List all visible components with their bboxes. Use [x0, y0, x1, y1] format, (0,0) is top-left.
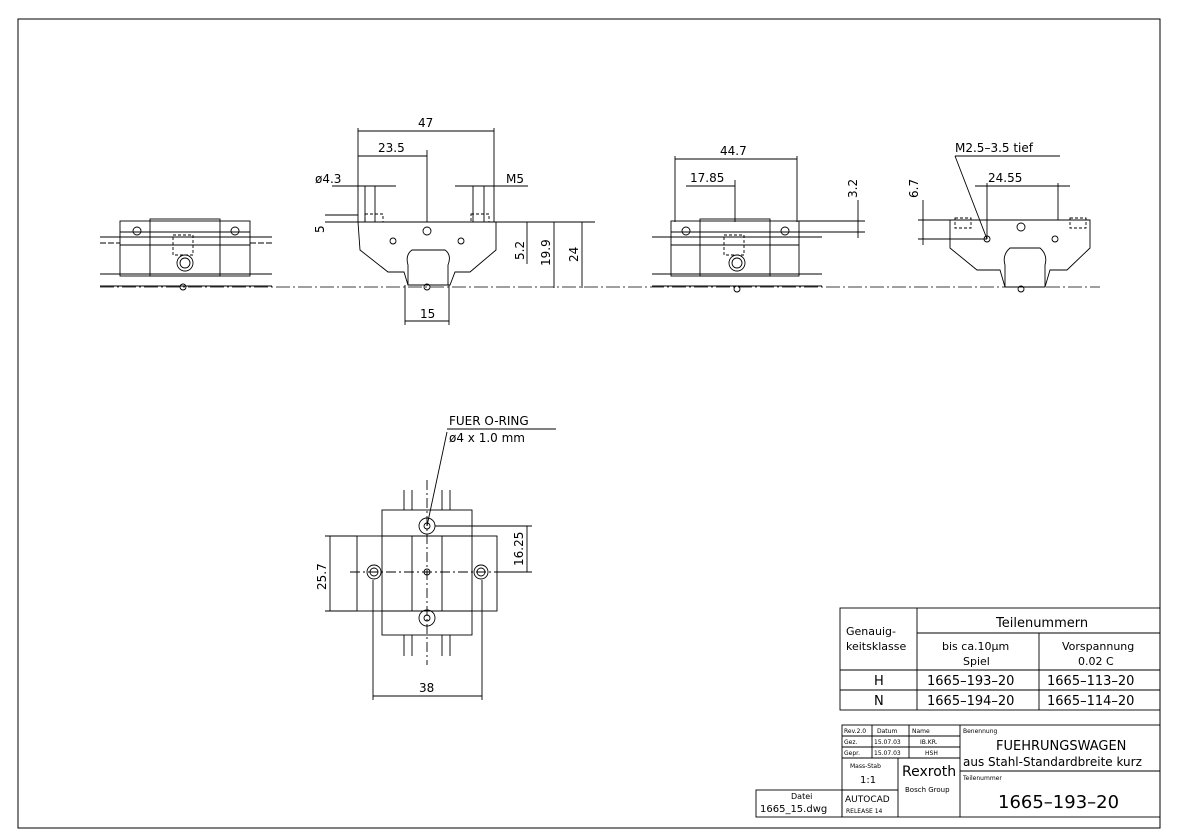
- tb-gepr-name: HSH: [925, 750, 938, 757]
- tb-cad-label: AUTOCAD: [845, 795, 890, 805]
- dim-15: 15: [420, 307, 435, 321]
- side-view-left: [100, 218, 272, 291]
- tb-mass-stab-value: 1:1: [860, 775, 876, 786]
- dim-19-9: 19.9: [539, 239, 553, 266]
- dim-24: 24: [567, 247, 581, 262]
- tb-gepr-label: Gepr.: [844, 750, 860, 757]
- row-n-class: N: [874, 694, 884, 709]
- tb-mass-stab-label: Mass-Stab: [850, 763, 881, 770]
- row-h-spiel: 1665–193–20: [927, 674, 1014, 689]
- tb-company: Rexroth: [902, 764, 956, 780]
- tb-benennung-label: Benennung: [963, 728, 998, 735]
- row-h-class: H: [874, 674, 884, 689]
- parts-table: [839, 607, 1161, 711]
- tb-datei-label: Datei: [791, 792, 812, 801]
- dim-thread-m2-5: M2.5–3.5 tief: [955, 141, 1034, 155]
- col-spiel-header-line2: Spiel: [963, 655, 990, 668]
- col-vorspannung-header-line1: Vorspannung: [1062, 640, 1134, 653]
- tb-gez-date: 15.07.03: [874, 739, 901, 746]
- title-block: [755, 724, 1161, 818]
- tb-company-sub: Bosch Group: [905, 786, 950, 794]
- drawing-border: [17, 18, 1161, 829]
- tb-teilenummer-label: Teilenummer: [962, 775, 1002, 782]
- front-view-right: [918, 155, 1091, 293]
- dim-17-85: 17.85: [690, 171, 724, 185]
- row-h-vorspannung: 1665–113–20: [1047, 674, 1134, 689]
- o-ring-note-line1: FUER O-RING: [449, 414, 529, 428]
- tb-gepr-date: 15.07.03: [874, 750, 901, 757]
- tb-name-label: Name: [912, 728, 930, 735]
- tb-title-line2: aus Stahl-Standardbreite kurz: [963, 755, 1142, 769]
- class-header-line2: keitsklasse: [846, 640, 906, 653]
- tb-gez-name: IB.KR.: [920, 739, 938, 746]
- dim-5-2: 5.2: [513, 241, 527, 260]
- dim-44-7: 44.7: [720, 144, 747, 158]
- tb-part-number: 1665–193–20: [998, 792, 1119, 813]
- col-spiel-header-line1: bis ca.10µm: [942, 640, 1009, 653]
- row-n-vorspannung: 1665–114–20: [1047, 694, 1134, 709]
- dim-38: 38: [419, 681, 434, 695]
- front-view-left: [325, 128, 595, 325]
- tb-gez-label: Gez.: [844, 739, 857, 746]
- dim-3-2: 3.2: [846, 179, 860, 198]
- col-vorspannung-header-line2: 0.02 C: [1078, 655, 1114, 668]
- part-numbers-header: Teilenummern: [995, 616, 1088, 631]
- dim-23-5: 23.5: [378, 141, 405, 155]
- dim-thread-m5: M5: [506, 172, 524, 186]
- row-n-spiel: 1665–194–20: [927, 694, 1014, 709]
- class-header-line1: Genauig-: [846, 625, 896, 638]
- dim-25-7: 25.7: [315, 563, 329, 590]
- plan-view: [325, 428, 556, 700]
- tb-title-line1: FUEHRUNGSWAGEN: [996, 739, 1126, 754]
- dim-47: 47: [418, 116, 433, 130]
- dim-16-25: 16.25: [512, 532, 526, 566]
- side-view-right: [652, 156, 865, 293]
- o-ring-note-line2: ø4 x 1.0 mm: [449, 431, 525, 445]
- tb-rev: Rev.2.0: [844, 728, 866, 735]
- dim-24-55: 24.55: [988, 171, 1022, 185]
- tb-datum-label: Datum: [877, 728, 897, 735]
- dim-5: 5: [313, 225, 327, 233]
- dim-6-7: 6.7: [907, 179, 921, 198]
- dim-dia-4-3: ø4.3: [315, 172, 341, 186]
- tb-datei-value: 1665_15.dwg: [760, 804, 827, 815]
- tb-cad-release: RELEASE 14: [846, 808, 883, 815]
